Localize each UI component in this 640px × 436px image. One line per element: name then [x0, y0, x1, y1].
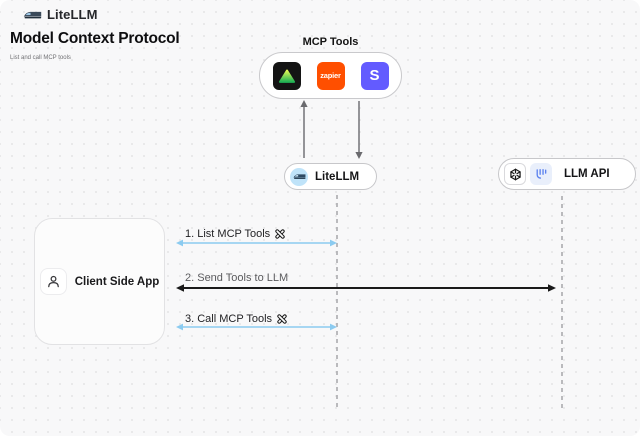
stripe-letter: S: [369, 67, 380, 84]
llm-api-node: LLM API: [498, 158, 636, 190]
litellm-logo-icon: [290, 167, 308, 186]
page-title: Model Context Protocol: [10, 30, 180, 47]
flow-label-2: 2. Send Tools to LLM: [185, 272, 288, 284]
flow-2-arrow: [176, 284, 556, 292]
litellm-train-icon: [23, 11, 42, 18]
mcp-tools-group: zapier S: [259, 52, 402, 99]
zapier-logo-icon: zapier: [316, 61, 345, 90]
client-side-app-node: Client Side App: [34, 218, 165, 345]
zapier-wordmark: zapier: [320, 71, 341, 80]
tools-icon: [275, 229, 285, 239]
flow-label-3-text: 3. Call MCP Tools: [185, 313, 273, 325]
llm-api-node-label: LLM API: [564, 168, 610, 180]
brand-label: LiteLLM: [47, 7, 98, 22]
up-arrow: [300, 100, 308, 158]
flow-label-1-text: 1. List MCP Tools: [185, 228, 271, 240]
brand: LiteLLM: [23, 7, 98, 22]
openai-logo-icon: [504, 163, 526, 185]
tools-icon: [277, 314, 287, 324]
down-arrow: [355, 101, 363, 159]
flow-label-2-text: 2. Send Tools to LLM: [185, 272, 289, 284]
client-side-app-label: Client Side App: [74, 275, 160, 288]
page-subtitle: List and call MCP tools: [10, 55, 71, 61]
llm-provider-logo-icon: [530, 163, 552, 185]
flow-label-3: 3. Call MCP Tools: [185, 313, 288, 325]
flow-1-arrow: [176, 239, 337, 247]
mcp-tools-label: MCP Tools: [302, 36, 359, 48]
user-icon: [39, 268, 67, 295]
flow-label-1: 1. List MCP Tools: [185, 228, 286, 240]
litellm-node-label: LiteLLM: [315, 170, 360, 183]
stripe-logo-icon: S: [360, 61, 389, 90]
triangle-logo-icon: [272, 61, 301, 90]
litellm-node: LiteLLM: [284, 163, 377, 190]
